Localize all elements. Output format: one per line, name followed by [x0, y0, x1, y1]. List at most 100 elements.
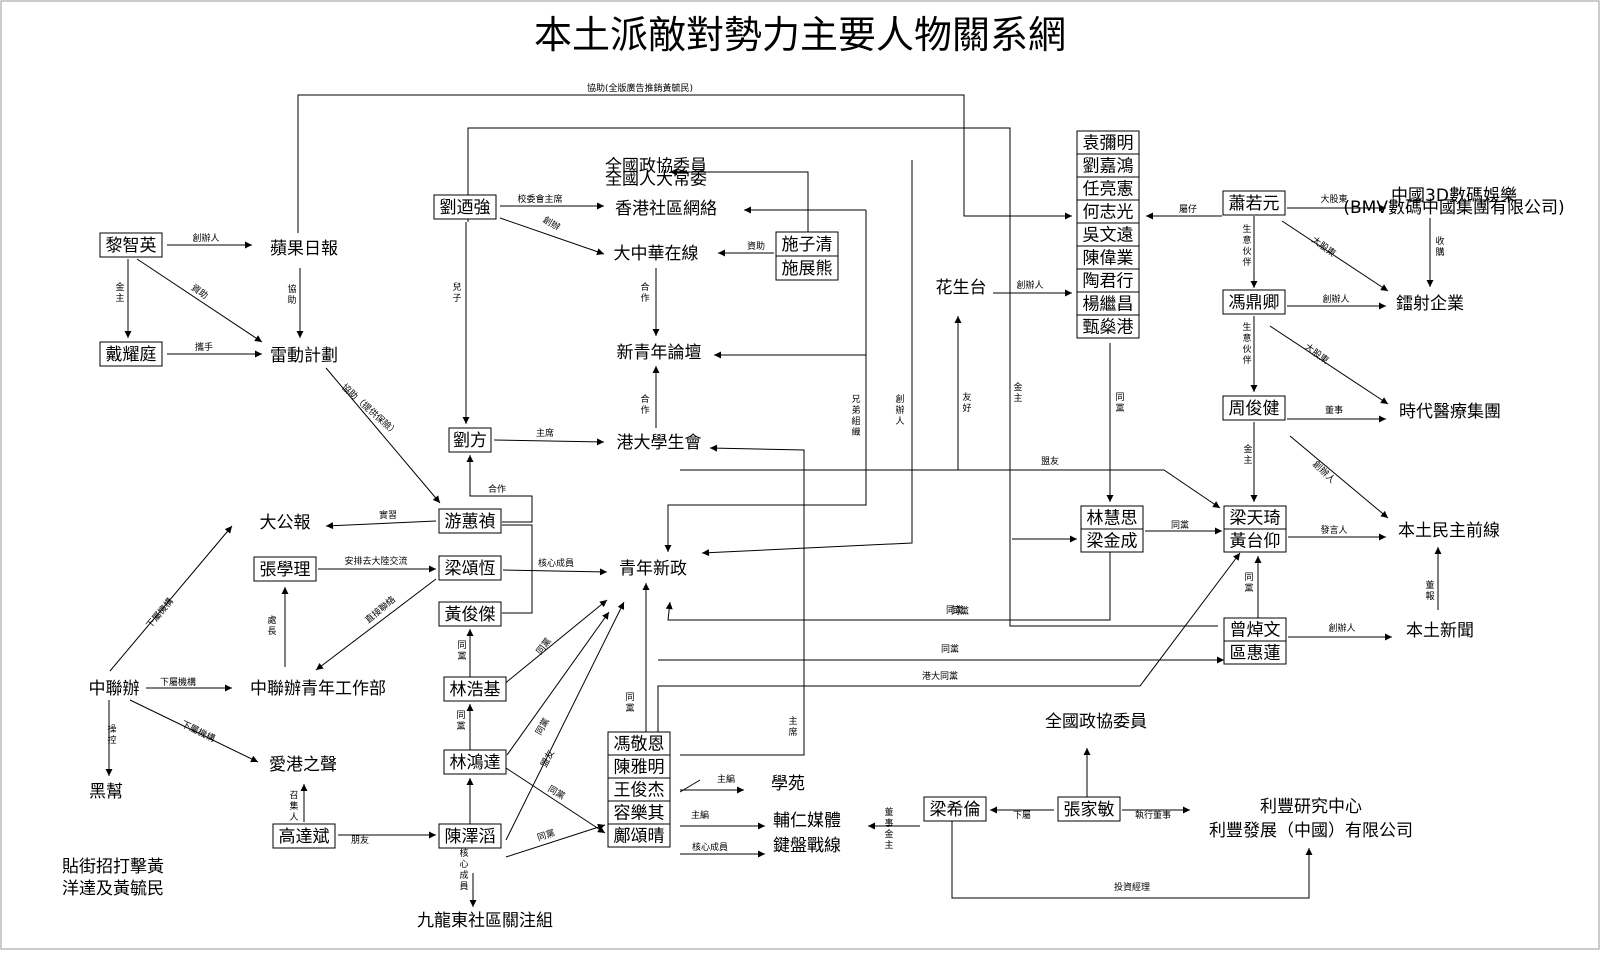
node-label: 全國政協委員: [1045, 712, 1147, 732]
edge-line: [505, 767, 606, 834]
node-n28: 九龍東社區關注組: [417, 911, 553, 931]
edge-label-e45: 執行董事: [1135, 809, 1171, 821]
node-label: 九龍東社區關注組: [417, 911, 553, 931]
node-n31: 輔仁媒體: [773, 811, 841, 831]
node-box: [438, 823, 502, 849]
node-label: 鄺頌晴: [614, 827, 665, 847]
node-label: 黑幫: [89, 782, 123, 802]
node-n21: 中聯辦青年工作部: [250, 679, 386, 699]
node-n20: 中聯辦: [89, 679, 140, 699]
edge-label-e28: 同黨: [456, 710, 465, 732]
node-label: 全國人大常委: [605, 170, 707, 190]
node-box: [1076, 314, 1140, 339]
node-label: 周俊健: [1229, 399, 1280, 419]
edge-label-e29: 同黨: [533, 635, 554, 657]
edge-line: [505, 823, 606, 858]
edge-label-e67: 發言人: [1320, 524, 1347, 536]
edge-line: [679, 779, 701, 793]
edge-label-e13: 主席: [536, 427, 554, 439]
edge-line: [1281, 220, 1389, 292]
edge-label-e39: 主席: [788, 715, 797, 738]
node-label: 利豐發展（中國）有限公司: [1209, 821, 1413, 841]
edge-line: [466, 455, 533, 523]
edge-label-e15: 兄弟組織: [851, 394, 860, 438]
node-n16: 梁頌恆: [438, 555, 502, 581]
node-n43: 本土民主前線: [1398, 521, 1500, 541]
node-n47: 梁希倫: [923, 796, 987, 822]
edge-label-e36: 同黨: [536, 827, 557, 844]
node-n12: 港大學生會: [617, 433, 702, 453]
node-n18: 黃俊傑: [438, 601, 502, 627]
edge-label-e55: 港大同黨: [922, 670, 958, 682]
edge-label-e4: 資助: [189, 281, 211, 301]
node-box: [99, 341, 163, 367]
node-label: 時代醫療集團: [1399, 402, 1501, 422]
node-n32: 鍵盤戰線: [773, 836, 841, 856]
node-label: 陳雅明: [614, 758, 665, 778]
node-label: 本土民主前線: [1398, 521, 1500, 541]
edge-label-e32: 朋友: [351, 834, 369, 846]
node-box: [438, 601, 502, 627]
node-box: [253, 556, 317, 582]
edge-label-e48: 友好: [962, 391, 971, 414]
edges: [105, 94, 1442, 907]
edge-label-e24: 下屬機構: [144, 595, 176, 630]
node-label: 青年新政: [619, 559, 687, 579]
node-label: 馮鼎卿: [1229, 293, 1280, 313]
node-label: 容樂其: [614, 804, 665, 824]
node-label: 中聯辦: [89, 679, 140, 699]
edge-line: [325, 367, 441, 504]
node-label: 曾焯文: [1230, 621, 1281, 641]
edge-line: [109, 525, 233, 672]
node-n2: 蘋果日報: [270, 239, 338, 259]
edge-label-e51: 同黨: [1171, 519, 1189, 531]
node-box: [438, 508, 502, 534]
edge-label-e63: 大股東: [1302, 341, 1331, 367]
edge-line: [502, 599, 608, 686]
edge-line: [1269, 325, 1389, 405]
node-label: 張學理: [260, 560, 311, 580]
node-label: 施展熊: [782, 259, 833, 279]
node-label: 任亮憲: [1083, 179, 1134, 200]
node-label: 港大學生會: [617, 433, 702, 453]
edge-label-e56: 屬仔: [1179, 203, 1197, 215]
edge-line: [502, 524, 533, 614]
node-n48: 張家敏: [1057, 796, 1121, 822]
edge-line: [680, 444, 805, 756]
node-label: 本土新聞: [1406, 621, 1474, 641]
node-label: 陳偉業: [1083, 249, 1134, 269]
edge-label-e35: 盟友: [538, 748, 557, 770]
node-box: [99, 232, 163, 258]
node-label: 花生台: [936, 278, 987, 298]
node-box: [1222, 395, 1286, 421]
edge-line: [502, 568, 608, 576]
node-label: 林浩基: [450, 680, 501, 700]
node-label: 袁彌明: [1083, 134, 1134, 154]
node-label: 貼街招打擊黃: [62, 857, 164, 877]
edge-label-e52: 同黨: [1115, 392, 1124, 414]
node-label: 劉方: [453, 431, 487, 451]
node-n37: 馮鼎卿: [1222, 289, 1286, 315]
node-label: 梁希倫: [930, 800, 981, 820]
edge-label-e66: 創辦人: [1310, 458, 1338, 485]
node-label: 陳澤滔: [445, 827, 496, 847]
node-n24: 黑幫: [89, 782, 123, 802]
node-label: 林鴻達: [450, 753, 501, 773]
node-label: 學苑: [771, 774, 805, 794]
node-box: [448, 427, 492, 453]
node-box: [923, 796, 987, 822]
node-label: 大公報: [260, 513, 311, 533]
node-label: 蕭若元: [1229, 194, 1280, 214]
edge-label-e61: 創辦人: [1322, 293, 1349, 305]
node-label: 中國3D數碼娛樂: [1391, 186, 1517, 206]
edge-line: [665, 552, 1111, 621]
node-box: [1223, 640, 1287, 665]
edge-label-e70: 董報: [1425, 579, 1434, 602]
node-n26: 陳澤滔: [438, 823, 502, 849]
